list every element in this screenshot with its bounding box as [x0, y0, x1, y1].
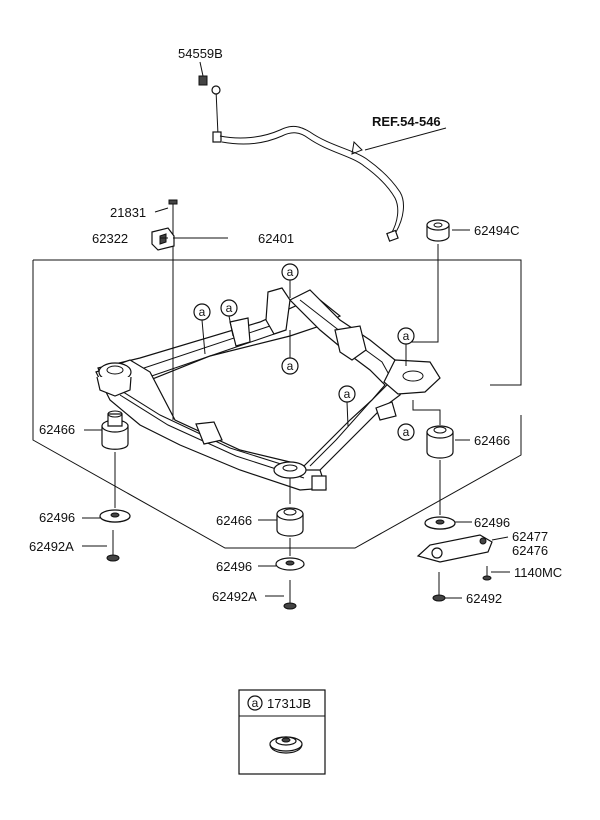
bracket-62476-part [416, 534, 493, 563]
callout-a-label: a [287, 359, 294, 373]
bushing-62466-center-part [276, 507, 304, 537]
part-label-54559B: 54559B [178, 46, 223, 61]
part-label-62496-right: 62496 [474, 515, 510, 530]
part-label-62496-center: 62496 [216, 559, 252, 574]
part-label-62466-left: 62466 [39, 422, 75, 437]
callout-a-label: a [287, 265, 294, 279]
bolt-21831-part [168, 199, 178, 214]
reference-label: REF.54-546 [372, 114, 441, 129]
part-label-62476: 62476 [512, 543, 548, 558]
bolt-62492-part [432, 572, 446, 602]
callout-a-label: a [403, 425, 410, 439]
part-label-62401: 62401 [258, 231, 294, 246]
washer-62496-center-part [275, 557, 305, 571]
bolt-62492A-center-part [283, 580, 297, 610]
callout-a-label: a [226, 301, 233, 315]
stabilizer-bar-assembly [198, 75, 447, 242]
bracket-62322-part [151, 227, 175, 251]
part-label-62492: 62492 [466, 591, 502, 606]
crossmember-subframe [95, 287, 441, 491]
callout-markers: a a a a a a a [193, 263, 415, 441]
part-label-62494C: 62494C [474, 223, 520, 238]
grommet-1731JB-part [269, 736, 303, 754]
part-label-62496-left: 62496 [39, 510, 75, 525]
part-label-62466-center: 62466 [216, 513, 252, 528]
part-label-62466-right: 62466 [474, 433, 510, 448]
bushing-62466-left-part [101, 410, 129, 450]
bolt-62492A-left-part [106, 530, 120, 562]
callout-a-label: a [344, 387, 351, 401]
bushing-62466-right-part [426, 425, 454, 459]
legend-marker-label: a [252, 696, 259, 710]
washer-62496-right-part [424, 516, 456, 530]
legend-box: a 1731JB [238, 689, 326, 775]
part-label-1140MC: 1140MC [514, 565, 562, 580]
part-label-62492A-center: 62492A [212, 589, 257, 604]
part-label-21831: 21831 [110, 205, 146, 220]
part-label-62322: 62322 [92, 231, 128, 246]
bushing-62494C-part [426, 219, 450, 242]
part-labels: 54559B REF.54-546 21831 62322 62401 6249… [29, 46, 562, 606]
legend-marker-circle [247, 695, 263, 711]
part-label-62492A-left: 62492A [29, 539, 74, 554]
callout-a-label: a [403, 329, 410, 343]
part-label-62477: 62477 [512, 529, 548, 544]
washer-62496-left-part [99, 509, 131, 523]
callout-a-label: a [199, 305, 206, 319]
link-nut-part [198, 75, 208, 86]
legend-part-number: 1731JB [267, 696, 311, 711]
screw-1140MC-part [482, 566, 492, 581]
